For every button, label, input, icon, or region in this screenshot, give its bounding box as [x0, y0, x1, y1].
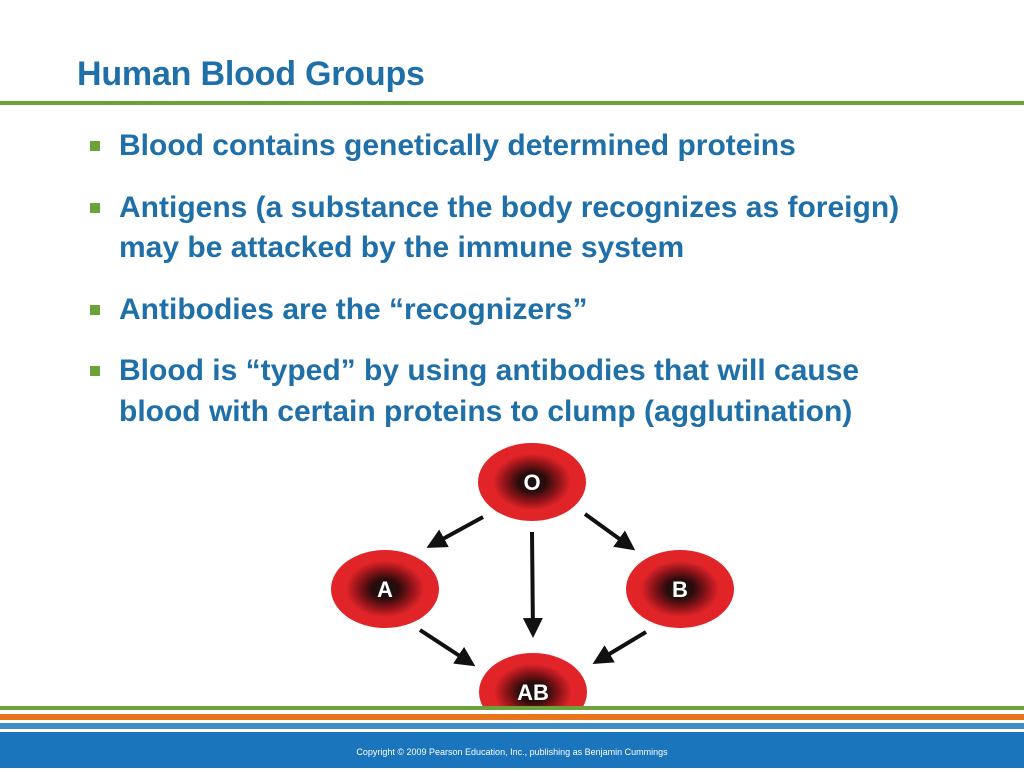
footer-stripe-gap	[0, 720, 1024, 723]
slide-title: Human Blood Groups	[77, 55, 425, 93]
bullet-item: Antibodies are the “recognizers”	[88, 290, 928, 331]
bullet-text: Blood contains genetically determined pr…	[119, 129, 796, 162]
bullet-square-icon	[90, 304, 100, 315]
blood-cell-a: A	[331, 550, 439, 628]
bullet-item: Blood is “typed” by using antibodies tha…	[88, 351, 928, 432]
arrow-o-to-b	[583, 512, 636, 551]
arrow-o-to-ab	[522, 531, 543, 638]
copyright-text: Copyright © 2009 Pearson Education, Inc.…	[356, 747, 668, 757]
bullet-square-icon	[90, 202, 100, 213]
node-label-o: O	[523, 470, 540, 495]
node-label-ab: AB	[517, 680, 549, 705]
footer-stripe-orange	[0, 714, 1024, 720]
bullet-square-icon	[90, 141, 100, 151]
bullet-square-icon	[90, 366, 100, 376]
footer-stripe-gap	[0, 729, 1024, 732]
bullet-text: Antigens (a substance the body recognize…	[119, 190, 900, 265]
blood-group-diagram: O A B AB	[331, 443, 734, 731]
arrow-a-to-ab	[418, 628, 476, 667]
bullet-text: Antibodies are the “recognizers”	[119, 292, 588, 326]
title-divider	[0, 101, 1024, 105]
blood-cell-b: B	[626, 550, 734, 628]
arrow-b-to-ab	[592, 630, 648, 665]
bullet-text: Blood is “typed” by using antibodies tha…	[119, 354, 860, 428]
bullet-item: Blood contains genetically determined pr…	[88, 126, 928, 167]
footer-bar: Copyright © 2009 Pearson Education, Inc.…	[0, 732, 1024, 768]
footer-stripe-green	[0, 706, 1024, 710]
node-label-a: A	[377, 577, 393, 602]
node-label-b: B	[672, 577, 688, 602]
bullet-list: Blood contains genetically determined pr…	[88, 126, 928, 453]
bullet-item: Antigens (a substance the body recognize…	[88, 188, 928, 269]
footer-stripe-gap	[0, 710, 1024, 714]
footer-stripe-blue	[0, 723, 1024, 729]
arrow-o-to-a	[426, 515, 484, 548]
blood-cell-o: O	[478, 443, 586, 521]
